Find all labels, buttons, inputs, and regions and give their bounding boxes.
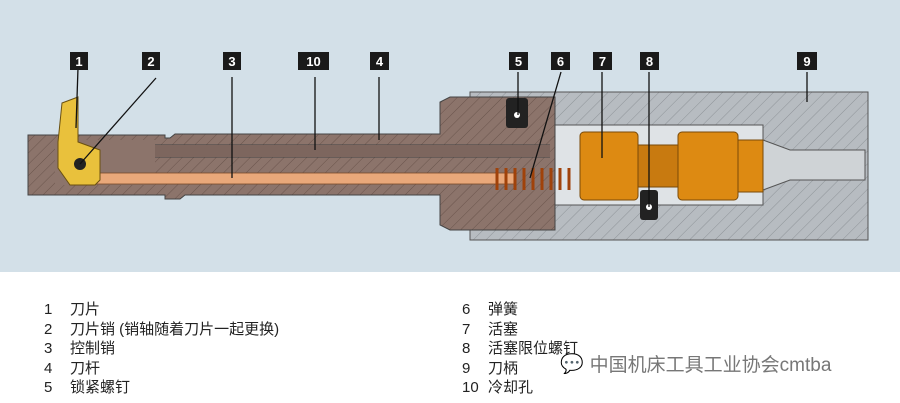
callout-number: 5 bbox=[515, 54, 522, 69]
cutting-insert bbox=[57, 96, 101, 186]
callout-number: 6 bbox=[557, 54, 564, 69]
callout-number: 1 bbox=[75, 54, 82, 69]
legend-text: 控制销 bbox=[70, 340, 116, 357]
boring-bar-shank bbox=[27, 96, 556, 231]
callout-8: 8 bbox=[640, 52, 659, 70]
callout-box bbox=[223, 52, 241, 70]
callout-number: 9 bbox=[803, 54, 810, 69]
callout-number: 8 bbox=[646, 54, 653, 69]
legend-item: 8 活塞限位螺钉 bbox=[462, 339, 578, 359]
callout-number: 2 bbox=[147, 54, 154, 69]
callout-box bbox=[640, 52, 659, 70]
legend-text: 刀片 bbox=[70, 301, 101, 318]
piston bbox=[579, 131, 764, 201]
boring-bar-cross-section-diagram: 1 2 3 10 4 5 6 7 8 9 bbox=[0, 0, 900, 272]
legend-item: 7 活塞 bbox=[462, 320, 578, 340]
legend-text: 刀柄 bbox=[488, 359, 519, 377]
callout-number: 10 bbox=[306, 54, 320, 69]
callout-1: 1 bbox=[70, 52, 88, 70]
legend-num: 4 bbox=[44, 359, 53, 377]
callout-2: 2 bbox=[142, 52, 160, 70]
callout-7: 7 bbox=[593, 52, 612, 70]
callout-4: 4 bbox=[370, 52, 389, 70]
callout-3: 3 bbox=[223, 52, 241, 70]
watermark: 💬中国机床工具工业协会cmtba bbox=[560, 350, 831, 377]
legend-text: 刀杆 bbox=[70, 359, 101, 377]
legend-item: 4 刀杆 bbox=[44, 359, 279, 379]
legend-text: 锁紧螺钉 bbox=[70, 379, 131, 396]
legend-text: 活塞限位螺钉 bbox=[488, 340, 579, 357]
legend-num: 8 bbox=[462, 340, 471, 357]
legend-num: 3 bbox=[44, 340, 53, 357]
leader-lines bbox=[75, 67, 808, 207]
callout-box bbox=[70, 52, 88, 70]
coolant-channel bbox=[155, 145, 550, 157]
callout-box bbox=[298, 52, 329, 70]
watermark-text: 中国机床工具工业协会cmtba bbox=[589, 355, 832, 376]
callout-box bbox=[551, 52, 570, 70]
legend-left: 1 刀片 2 刀片销 (销轴随着刀片一起更换) 3 控制销 4 刀杆 5 锁紧螺钉 bbox=[44, 300, 279, 398]
callout-number: 3 bbox=[228, 54, 235, 69]
legend-num: 6 bbox=[462, 301, 471, 318]
callout-box bbox=[593, 52, 612, 70]
legend-text: 刀片销 (销轴随着刀片一起更换) bbox=[70, 320, 280, 338]
screw-point bbox=[514, 112, 520, 118]
legend-item: 9 刀柄 bbox=[462, 359, 578, 379]
callout-number: 4 bbox=[376, 54, 384, 69]
legend-right: 6 弹簧 7 活塞 8 活塞限位螺钉 9 刀柄 10 冷却孔 bbox=[462, 300, 578, 398]
legend-num: 2 bbox=[44, 320, 53, 338]
legend-text: 冷却孔 bbox=[488, 379, 534, 396]
wechat-icon: 💬 bbox=[560, 353, 584, 375]
callout-9: 9 bbox=[797, 52, 817, 70]
legend-num: 7 bbox=[462, 320, 471, 338]
spring bbox=[495, 168, 571, 190]
callout-box bbox=[370, 52, 389, 70]
legend-item: 5 锁紧螺钉 bbox=[44, 378, 279, 398]
callout-5: 5 bbox=[509, 52, 528, 70]
callout-number: 7 bbox=[599, 54, 606, 69]
legend-text: 弹簧 bbox=[488, 301, 519, 318]
callout-6: 6 bbox=[551, 52, 570, 70]
legend-item: 6 弹簧 bbox=[462, 300, 578, 320]
control-rod bbox=[94, 172, 516, 185]
callout-box bbox=[509, 52, 528, 70]
legend-item: 10 冷却孔 bbox=[462, 378, 578, 398]
legend-text: 活塞 bbox=[488, 320, 519, 338]
legend-num: 1 bbox=[44, 301, 53, 318]
callout-box bbox=[797, 52, 817, 70]
legend-item: 1 刀片 bbox=[44, 300, 279, 320]
legend-num: 9 bbox=[462, 359, 471, 377]
legend-item: 2 刀片销 (销轴随着刀片一起更换) bbox=[44, 320, 279, 340]
legend-num: 10 bbox=[462, 379, 479, 396]
legend-num: 5 bbox=[44, 379, 53, 396]
callout-10: 10 bbox=[298, 52, 329, 70]
callout-box bbox=[142, 52, 160, 70]
legend-item: 3 控制销 bbox=[44, 339, 279, 359]
